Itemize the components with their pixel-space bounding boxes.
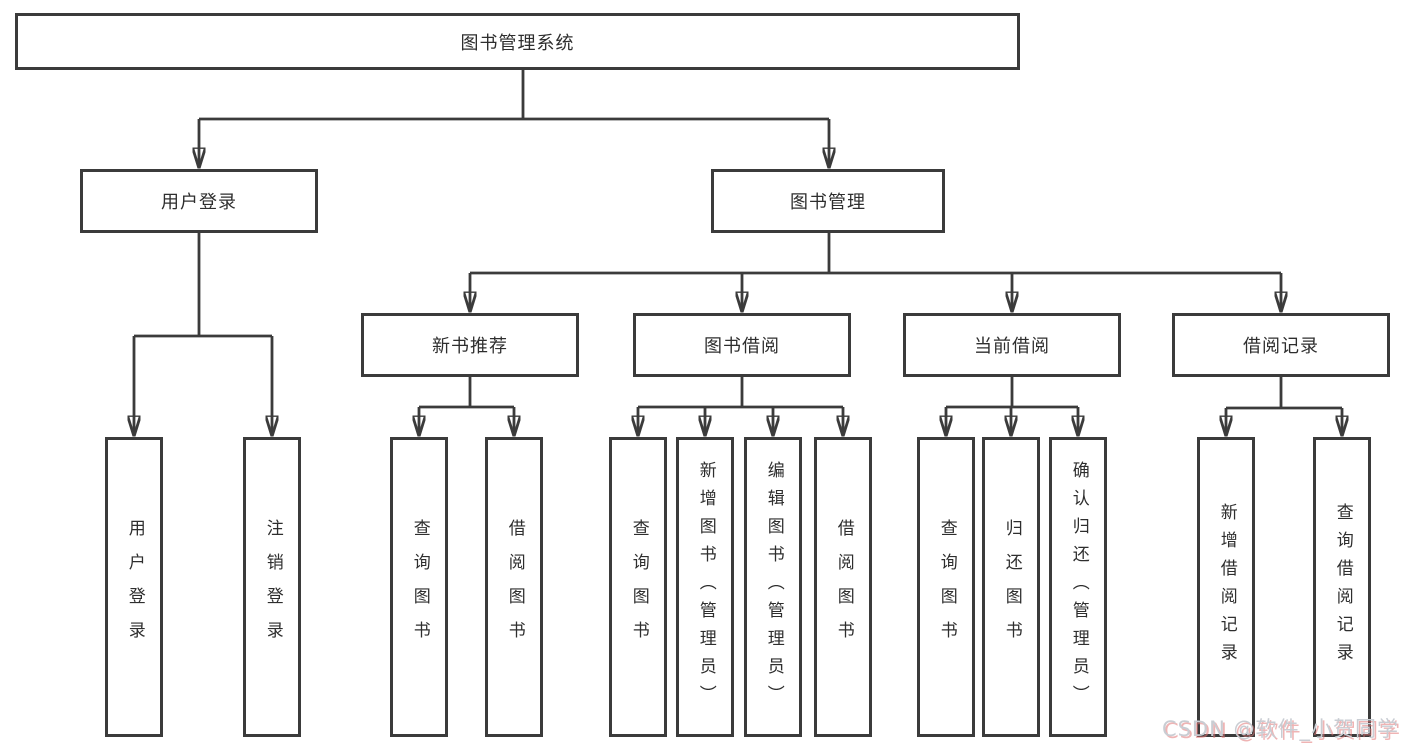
- leaf-query-books-recommend: 查询图书: [390, 437, 448, 737]
- connector-current-children: [946, 377, 1078, 435]
- connector-records-children: [1226, 377, 1342, 435]
- node-borrowing-records: 借阅记录: [1172, 313, 1390, 377]
- node-label: 图书借阅: [704, 336, 780, 357]
- node-book-management: 图书管理: [711, 169, 945, 233]
- leaf-edit-books-admin: 编辑图书（管理员）: [744, 437, 802, 737]
- connector-newbook-children: [419, 377, 514, 435]
- node-user-login: 用户登录: [80, 169, 318, 233]
- leaf-query-books-borrow: 查询图书: [609, 437, 667, 737]
- leaf-borrow-books-recommend: 借阅图书: [485, 437, 543, 737]
- leaf-label: 查询图书: [936, 519, 957, 655]
- leaf-label: 确认归还（管理员）: [1068, 461, 1089, 713]
- node-label: 图书管理系统: [460, 32, 575, 54]
- leaf-label: 查询图书: [628, 519, 649, 655]
- leaf-label: 借阅图书: [504, 519, 525, 655]
- leaf-label: 注销登录: [262, 519, 283, 655]
- leaf-label: 借阅图书: [833, 519, 854, 655]
- leaf-label: 归还图书: [1001, 519, 1022, 655]
- leaf-borrow-books: 借阅图书: [814, 437, 872, 737]
- leaf-add-borrow-record: 新增借阅记录: [1197, 437, 1255, 737]
- leaf-return-books: 归还图书: [982, 437, 1040, 737]
- node-label: 当前借阅: [974, 336, 1050, 357]
- leaf-add-books-admin: 新增图书（管理员）: [676, 437, 734, 737]
- node-book-borrowing: 图书借阅: [633, 313, 851, 377]
- leaf-user-login: 用户登录: [105, 437, 163, 737]
- node-new-book-recommendation: 新书推荐: [361, 313, 579, 377]
- connector-book-mgmt-to-level3: [470, 233, 1281, 311]
- node-label: 新书推荐: [432, 336, 508, 357]
- connector-user-login-children: [134, 233, 272, 435]
- node-library-management-system: 图书管理系统: [15, 13, 1020, 70]
- node-current-borrowing: 当前借阅: [903, 313, 1121, 377]
- leaf-query-books-current: 查询图书: [917, 437, 975, 737]
- node-label: 用户登录: [161, 192, 237, 213]
- connector-root-to-level2: [199, 70, 829, 167]
- leaf-label: 编辑图书（管理员）: [763, 461, 784, 713]
- leaf-label: 新增图书（管理员）: [695, 461, 716, 713]
- leaf-query-borrow-record: 查询借阅记录: [1313, 437, 1371, 737]
- node-label: 图书管理: [790, 192, 866, 213]
- leaf-confirm-return-admin: 确认归还（管理员）: [1049, 437, 1107, 737]
- connector-borrow-children: [638, 377, 843, 435]
- leaf-logout: 注销登录: [243, 437, 301, 737]
- leaf-label: 查询图书: [409, 519, 430, 655]
- csdn-watermark: CSDN @软件_小贺同学: [1161, 717, 1399, 741]
- leaf-label: 新增借阅记录: [1216, 503, 1237, 671]
- leaf-label: 用户登录: [124, 519, 145, 655]
- node-label: 借阅记录: [1243, 336, 1319, 357]
- leaf-label: 查询借阅记录: [1332, 503, 1353, 671]
